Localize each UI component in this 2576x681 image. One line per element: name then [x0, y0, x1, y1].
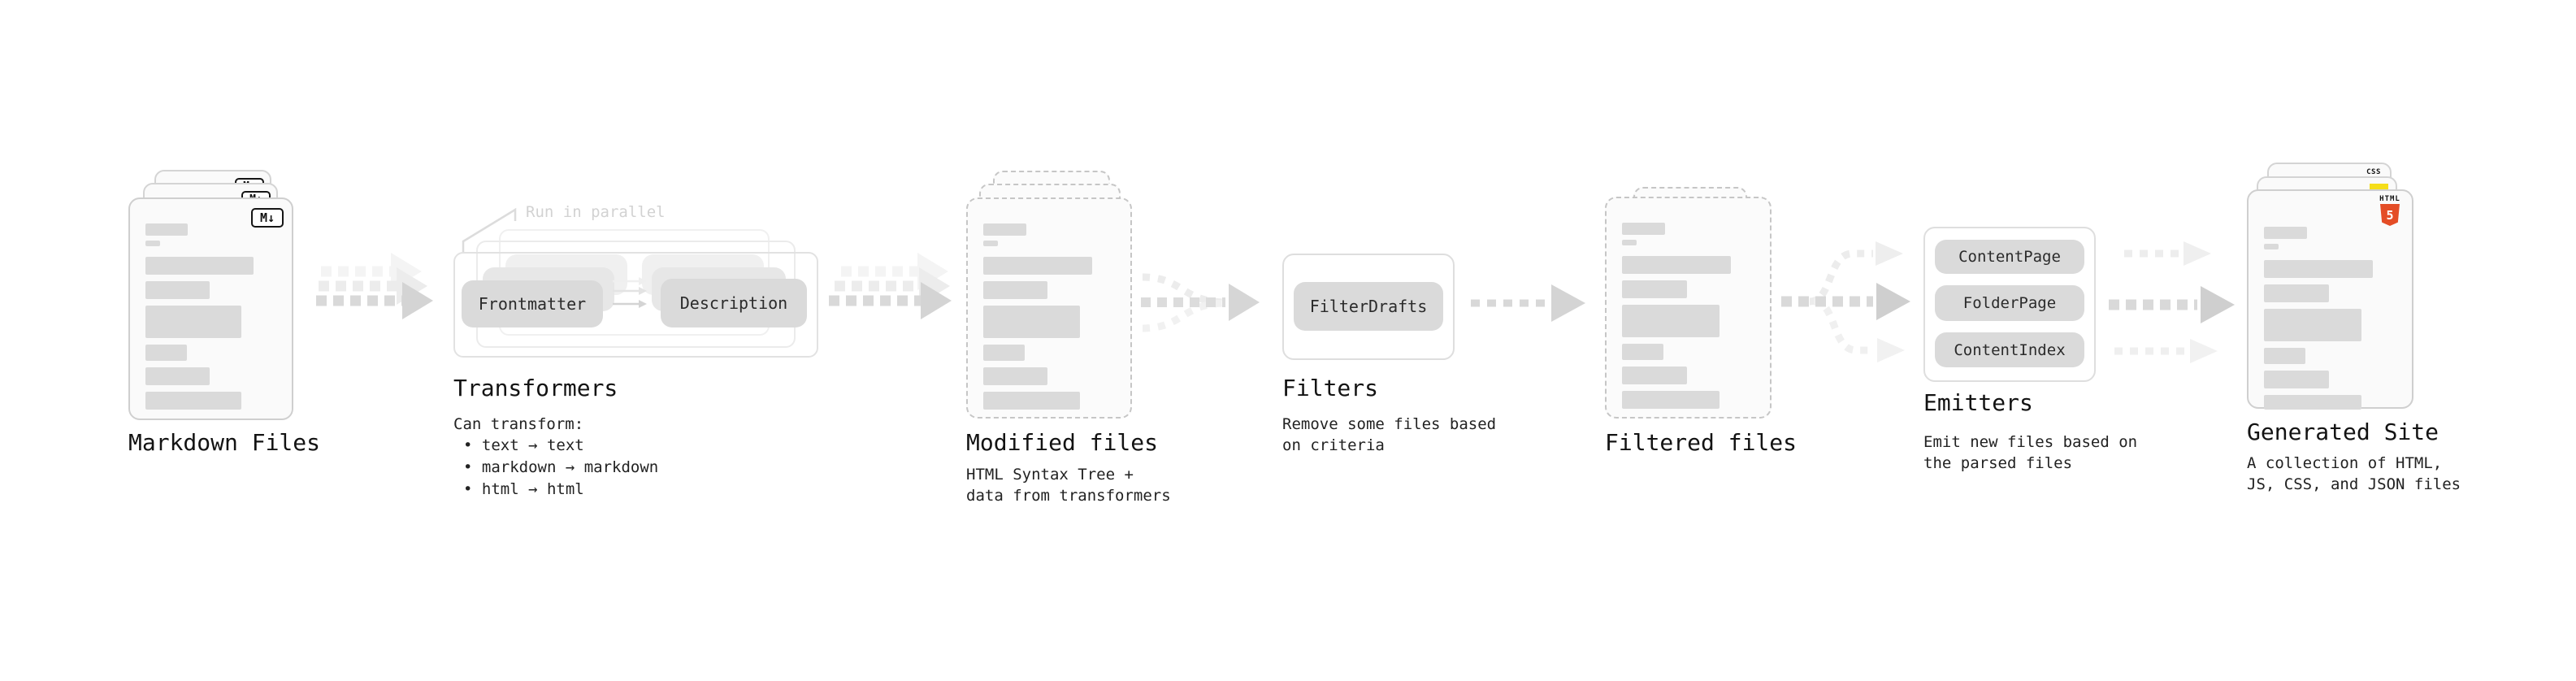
note-leader-line: [462, 207, 517, 252]
arrow-modified-to-filters-merge: [1141, 273, 1260, 332]
html5-icon-number: 5: [2386, 207, 2394, 223]
desc-line: Emit new files based on: [1923, 433, 2138, 451]
filters-description: Remove some files based on criteria: [1282, 414, 1496, 456]
arrow-filtered-to-emitters-fanout: [1781, 241, 1910, 362]
arrow-emitters-to-generated: [2109, 241, 2235, 363]
generated-file-card-html: HTML 5: [2247, 189, 2413, 410]
stage-label-filtered-files: Filtered files: [1605, 429, 1798, 456]
arrow-transformers-to-modified: [829, 253, 952, 319]
desc-line: Remove some files based: [1282, 415, 1497, 433]
stage-label-modified-files: Modified files: [966, 429, 1159, 456]
stage-label-transformers: Transformers: [453, 375, 618, 401]
html5-icon-shield: 5: [2380, 204, 2400, 226]
bullet-html-to-html: • html → html: [463, 480, 584, 498]
markdown-file-card: M↓: [128, 197, 293, 420]
stage-label-emitters: Emitters: [1923, 389, 2033, 416]
arrow-markdown-to-transformers: [316, 253, 433, 319]
description-pill: Description: [661, 279, 807, 327]
text-placeholder-bars: [145, 223, 279, 410]
stage-label-generated-site: Generated Site: [2247, 419, 2439, 445]
css-icon-label: CSS: [2366, 168, 2381, 176]
markdown-icon: M↓: [251, 208, 284, 228]
transformer-layer-box-1: [453, 252, 818, 358]
bullet-text-to-text: • text → text: [463, 436, 584, 454]
folderpage-pill: FolderPage: [1935, 285, 2084, 321]
modified-file-card: [966, 197, 1132, 419]
text-placeholder-bars: [1622, 223, 1757, 409]
filterdrafts-pill: FilterDrafts: [1294, 282, 1443, 331]
stage-label-markdown-files: Markdown Files: [128, 429, 321, 456]
contentindex-pill: ContentIndex: [1935, 332, 2084, 367]
bullet-markdown-to-markdown: • markdown → markdown: [463, 458, 659, 476]
run-in-parallel-note: Run in parallel: [526, 203, 666, 221]
desc-line: A collection of HTML,: [2247, 454, 2443, 472]
emitters-description: Emit new files based on the parsed files: [1923, 432, 2137, 474]
parallel-arrows-icon: [613, 277, 647, 308]
filtered-file-card: [1605, 197, 1772, 419]
html5-icon: HTML 5: [2379, 195, 2401, 226]
contentpage-pill: ContentPage: [1935, 240, 2084, 274]
can-transform-title: Can transform:: [453, 415, 584, 433]
desc-line: data from transformers: [966, 487, 1171, 505]
arrow-filters-to-filtered: [1471, 284, 1585, 322]
desc-line: HTML Syntax Tree +: [966, 466, 1134, 484]
frontmatter-pill: Frontmatter: [462, 280, 603, 327]
desc-line: on criteria: [1282, 436, 1385, 454]
desc-line: the parsed files: [1923, 454, 2073, 472]
stage-label-filters: Filters: [1282, 375, 1379, 401]
text-placeholder-bars: [983, 223, 1117, 410]
transformers-description: Can transform: • text → text • markdown …: [453, 414, 658, 501]
generated-site-description: A collection of HTML, JS, CSS, and JSON …: [2247, 453, 2461, 495]
modified-files-description: HTML Syntax Tree + data from transformer…: [966, 464, 1171, 506]
emitters-box: ContentPage FolderPage ContentIndex: [1923, 227, 2096, 382]
filters-box: FilterDrafts: [1282, 254, 1455, 360]
text-placeholder-bars: [2264, 227, 2399, 410]
desc-line: JS, CSS, and JSON files: [2247, 475, 2461, 493]
html5-icon-label: HTML: [2379, 195, 2400, 203]
javascript-icon: [2370, 184, 2388, 192]
